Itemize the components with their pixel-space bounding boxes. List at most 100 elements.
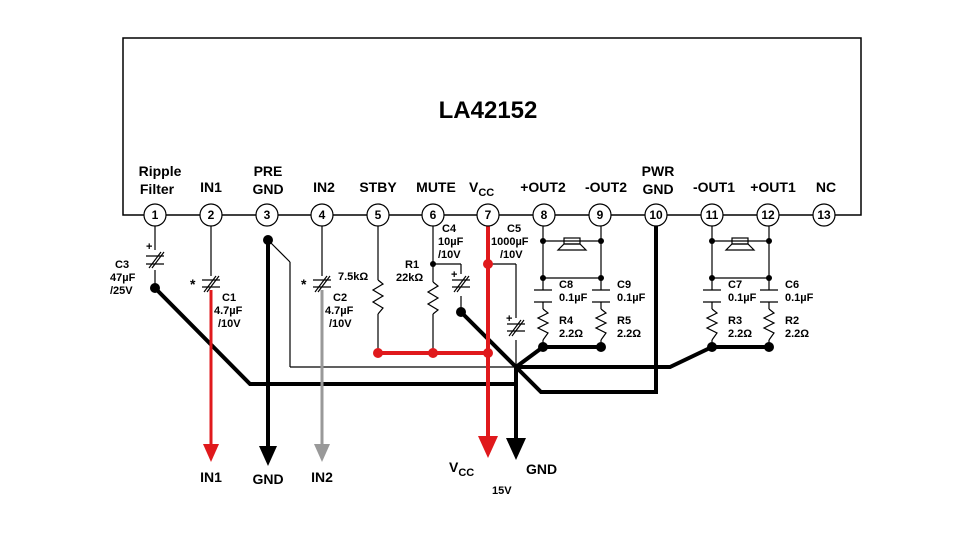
capacitor-c5 <box>507 319 525 337</box>
pin-5-label: STBY <box>359 179 397 195</box>
r3-value: 2.2Ω <box>728 328 752 340</box>
c4-name: C4 <box>442 223 457 235</box>
pin-1: 1 <box>143 203 167 227</box>
pin-7: 7 <box>476 203 500 227</box>
r4-name: R4 <box>559 315 574 327</box>
terminal-in1: IN1 <box>200 469 222 485</box>
svg-text:12: 12 <box>761 208 775 222</box>
r3-name: R3 <box>728 315 742 327</box>
pin-11-label: -OUT1 <box>693 179 735 195</box>
pin-4: 4 <box>310 203 334 227</box>
vcc-wires <box>203 226 498 462</box>
pin-5: 5 <box>366 203 390 227</box>
pin-1-label-top: Ripple <box>139 163 182 179</box>
speaker-out2-icon <box>556 237 588 251</box>
pin-labels: Ripple Filter IN1 PRE GND IN2 STBY MUTE … <box>139 163 837 199</box>
svg-text:6: 6 <box>430 208 437 222</box>
pin-circles: 1 2 3 4 5 6 7 8 9 10 11 12 13 <box>143 203 836 227</box>
terminal-labels: IN1 GND IN2 VCC GND 15V <box>200 459 557 497</box>
pin-8: 8 <box>532 203 556 227</box>
speaker-out1-icon <box>724 237 756 251</box>
pin-3-label-top: PRE <box>254 163 283 179</box>
r4-value: 2.2Ω <box>559 328 583 340</box>
pin-12-label: +OUT1 <box>750 179 796 195</box>
c3-value: 47µF <box>110 272 136 284</box>
c1-value: 4.7µF <box>214 305 243 317</box>
terminal-vcc: VCC <box>449 459 474 479</box>
pin-7-label: VCC <box>469 179 494 199</box>
c5-value: 1000µF <box>491 236 529 248</box>
c2-value: 4.7µF <box>325 305 354 317</box>
plus-c4: + <box>451 269 457 281</box>
r1-name: R1 <box>405 259 419 271</box>
svg-text:5: 5 <box>375 208 382 222</box>
capacitor-c1 <box>202 275 220 293</box>
svg-text:3: 3 <box>264 208 271 222</box>
resistors <box>371 279 776 341</box>
terminal-in2: IN2 <box>311 469 333 485</box>
c5-name: C5 <box>507 223 521 235</box>
c7-value: 0.1µF <box>728 292 757 304</box>
c9-name: C9 <box>617 279 631 291</box>
c8-value: 0.1µF <box>559 292 588 304</box>
svg-text:7: 7 <box>485 208 492 222</box>
pin-10: 10 <box>644 203 668 227</box>
c2-name: C2 <box>333 292 347 304</box>
chip-name: LA42152 <box>439 97 538 124</box>
c1-asterisk: * <box>190 276 196 292</box>
in2-wire <box>314 290 330 462</box>
r5-value: 2.2Ω <box>617 328 641 340</box>
pin-10-label: GND <box>642 181 673 197</box>
pin-9: 9 <box>588 203 612 227</box>
svg-text:10: 10 <box>649 208 663 222</box>
pin-2-label: IN1 <box>200 179 222 195</box>
c1-name: C1 <box>222 292 236 304</box>
terminal-gnd2: GND <box>526 461 557 477</box>
c6-name: C6 <box>785 279 799 291</box>
capacitor-c2 <box>313 275 331 293</box>
r1-value: 22kΩ <box>396 272 423 284</box>
pin-13: 13 <box>812 203 836 227</box>
c3-voltage: /25V <box>110 285 133 297</box>
c8-name: C8 <box>559 279 573 291</box>
c2-voltage: /10V <box>329 318 352 330</box>
pin-9-label: -OUT2 <box>585 179 627 195</box>
ground-wires <box>153 226 769 466</box>
svg-text:9: 9 <box>597 208 604 222</box>
pin-3-label: GND <box>252 181 283 197</box>
c2-asterisk: * <box>301 276 307 292</box>
component-labels: + C3 47µF /25V * C1 4.7µF /10V * C2 4.7µ… <box>110 223 814 340</box>
r2-value: 2.2Ω <box>785 328 809 340</box>
svg-text:1: 1 <box>152 208 159 222</box>
capacitor-c8-c9-c7-c6 <box>534 289 778 303</box>
c3-name: C3 <box>115 259 129 271</box>
c9-value: 0.1µF <box>617 292 646 304</box>
c7-name: C7 <box>728 279 742 291</box>
junctions <box>150 235 774 358</box>
pin-11: 11 <box>700 203 724 227</box>
pin-4-label: IN2 <box>313 179 335 195</box>
svg-text:2: 2 <box>208 208 215 222</box>
c1-voltage: /10V <box>218 318 241 330</box>
pin-1-label: Filter <box>140 181 175 197</box>
capacitor-c4 <box>452 275 470 293</box>
svg-text:11: 11 <box>706 208 719 222</box>
svg-text:8: 8 <box>541 208 548 222</box>
pin-3: 3 <box>255 203 279 227</box>
r-stby-value: 7.5kΩ <box>338 271 368 283</box>
c4-voltage: /10V <box>438 249 461 261</box>
pin-12: 12 <box>756 203 780 227</box>
pin-6: 6 <box>421 203 445 227</box>
pin-2: 2 <box>199 203 223 227</box>
r5-name: R5 <box>617 315 631 327</box>
capacitor-c3 <box>146 251 165 269</box>
vcc-value: 15V <box>492 485 512 497</box>
r2-name: R2 <box>785 315 799 327</box>
plus-c5: + <box>506 313 512 325</box>
c5-voltage: /10V <box>500 249 523 261</box>
c6-value: 0.1µF <box>785 292 814 304</box>
terminal-gnd1: GND <box>252 471 283 487</box>
svg-text:4: 4 <box>319 208 326 222</box>
pin-6-label: MUTE <box>416 179 456 195</box>
